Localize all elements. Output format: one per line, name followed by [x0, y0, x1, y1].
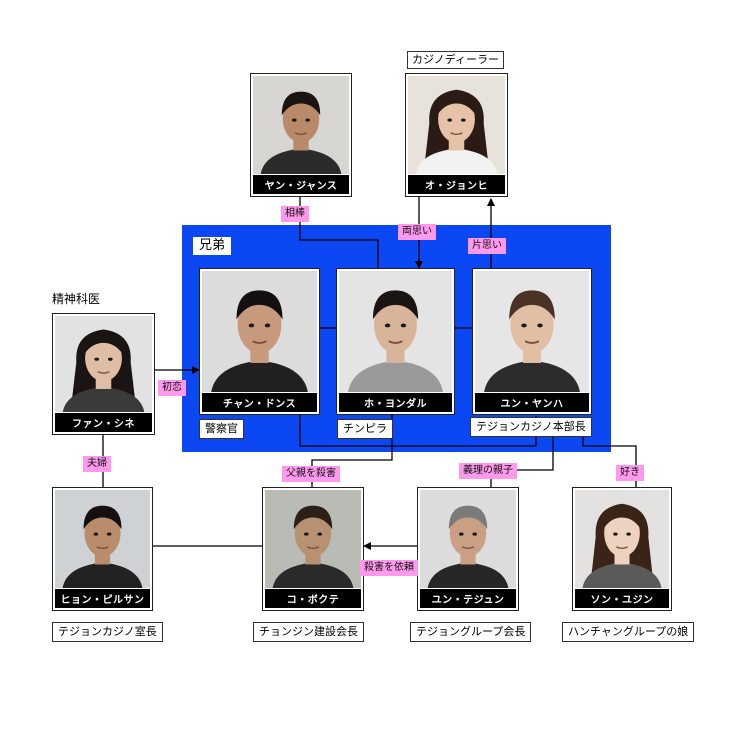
- card-fan: ファン・シネ: [52, 313, 155, 435]
- card-ho: ホ・ヨンダル: [336, 268, 455, 415]
- portrait-yun: [475, 271, 589, 392]
- card-yunt: ユン・テジュン: [417, 487, 519, 611]
- tag-firstlove: 初恋: [158, 380, 186, 396]
- portrait-son: [575, 490, 669, 588]
- role-ko: チョンジン建設会長: [253, 622, 364, 642]
- portrait-fan: [55, 316, 152, 412]
- name-yan: ヤン・ジャンス: [253, 175, 349, 194]
- tag-mutual: 両思い: [398, 224, 436, 240]
- card-yun: ユン・ヤンハ: [472, 268, 592, 415]
- role-yun: テジョンカジノ本部長: [470, 417, 592, 437]
- card-son: ソン・ユジン: [572, 487, 672, 611]
- name-ko: コ・ボクテ: [265, 589, 361, 608]
- role-son: ハンチャングループの娘: [562, 622, 695, 642]
- tag-father-killer: 父親を殺害: [282, 466, 340, 482]
- role-hyon: テジョンカジノ室長: [52, 622, 163, 642]
- name-hyon: ヒョン・ピルサン: [55, 589, 150, 608]
- tag-partner: 相棒: [281, 206, 309, 222]
- role-fan: 精神科医: [52, 292, 101, 306]
- name-chan: チャン・ドンス: [202, 393, 317, 412]
- tag-like: 好き: [616, 465, 644, 481]
- card-hyon: ヒョン・ピルサン: [52, 487, 153, 611]
- name-yunt: ユン・テジュン: [420, 589, 516, 608]
- card-yan: ヤン・ジャンス: [250, 73, 352, 197]
- role-ho: チンピラ: [337, 419, 393, 439]
- portrait-yunt: [420, 490, 516, 588]
- name-ho: ホ・ヨンダル: [339, 393, 452, 412]
- portrait-chan: [202, 271, 317, 392]
- name-fan: ファン・シネ: [55, 413, 152, 432]
- group-label: 兄弟: [193, 237, 232, 255]
- card-ko: コ・ボクテ: [262, 487, 364, 611]
- card-oh: オ・ジョンヒ: [405, 73, 508, 197]
- role-chan: 警察官: [199, 419, 244, 439]
- portrait-oh: [408, 76, 505, 174]
- portrait-yan: [253, 76, 349, 174]
- portrait-ko: [265, 490, 361, 588]
- role-oh: カジノディーラー: [407, 51, 505, 69]
- name-yun: ユン・ヤンハ: [475, 393, 589, 412]
- tag-adoptive: 義理の親子: [459, 463, 517, 479]
- tag-murder-request: 殺害を依頼: [360, 560, 418, 576]
- portrait-ho: [339, 271, 452, 392]
- role-yunt: テジョングループ会長: [410, 622, 532, 642]
- tag-oneway: 片思い: [468, 238, 506, 254]
- card-chan: チャン・ドンス: [199, 268, 320, 415]
- tag-couple: 夫婦: [83, 456, 111, 472]
- portrait-hyon: [55, 490, 150, 588]
- name-oh: オ・ジョンヒ: [408, 175, 505, 194]
- name-son: ソン・ユジン: [575, 589, 669, 608]
